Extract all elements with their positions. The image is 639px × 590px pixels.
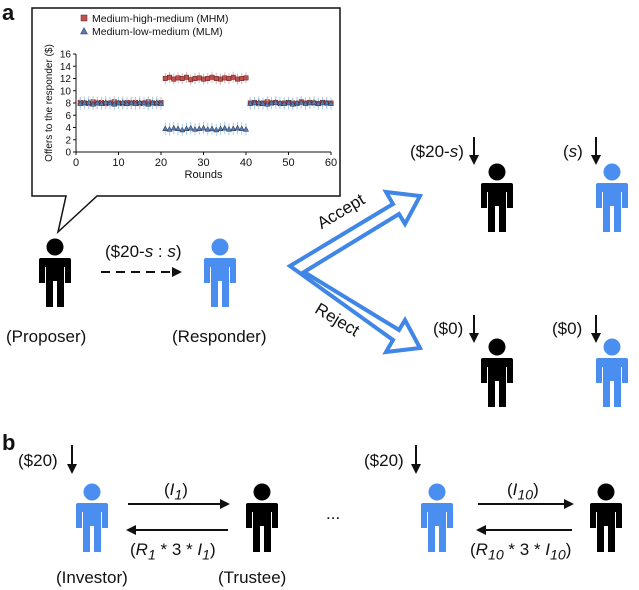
payoff-var-s: s bbox=[449, 142, 459, 161]
offer-split-label: ($20-s : s) bbox=[105, 243, 182, 260]
invest-symbol: I bbox=[197, 540, 203, 559]
invest-subscript: 1 bbox=[202, 547, 211, 564]
return-label-1: (R1 * 3 * I1) bbox=[130, 540, 216, 564]
trustee-figure-round-10 bbox=[590, 483, 622, 552]
return-symbol: R bbox=[135, 540, 148, 559]
invest-symbol: I bbox=[169, 480, 175, 499]
accept-responder-payoff: (s) bbox=[563, 143, 583, 160]
return-label-10: (R10 * 3 * I10) bbox=[470, 540, 572, 564]
invest-symbol: I bbox=[545, 540, 551, 559]
return-multiplier: * 3 * bbox=[503, 540, 546, 559]
return-subscript: 10 bbox=[487, 547, 504, 564]
reject-proposer-payoff: ($0) bbox=[433, 319, 464, 338]
responder-figure bbox=[204, 238, 236, 307]
offer-suffix: ) bbox=[175, 242, 182, 261]
return-symbol: R bbox=[475, 540, 488, 559]
endowment-label-round-10: ($20) bbox=[364, 451, 404, 470]
investor-label: (Investor) bbox=[56, 568, 128, 587]
reject-responder-figure bbox=[596, 338, 628, 407]
panel-letter-b: b bbox=[2, 430, 16, 455]
return-multiplier: * 3 * bbox=[155, 540, 198, 559]
invest-symbol: I bbox=[512, 480, 518, 499]
investor-figure bbox=[76, 483, 108, 552]
payoff-suffix: ) bbox=[577, 142, 583, 161]
reject-proposer-figure bbox=[481, 338, 513, 407]
trustee-label: (Trustee) bbox=[218, 568, 287, 587]
investment-label-1: (I1) bbox=[164, 480, 188, 504]
accept-proposer-figure bbox=[481, 163, 513, 232]
responder-label: (Responder) bbox=[172, 327, 267, 346]
investment-label-10: (I10) bbox=[507, 480, 539, 504]
endowment-label-round-1: ($20) bbox=[18, 451, 58, 470]
return-subscript: 1 bbox=[147, 547, 156, 564]
proposer-figure bbox=[39, 238, 71, 307]
investor-figure-round-10 bbox=[421, 483, 453, 552]
invest-subscript: 1 bbox=[174, 487, 183, 504]
proposer-label: (Proposer) bbox=[6, 327, 87, 346]
accept-responder-figure bbox=[596, 163, 628, 232]
offer-prefix: ($20- bbox=[105, 242, 145, 261]
trustee-figure bbox=[246, 483, 278, 552]
payoff-suffix: ) bbox=[458, 142, 464, 161]
offer-var-s: s bbox=[167, 242, 176, 261]
offer-separator: : bbox=[153, 242, 168, 261]
invest-subscript: 10 bbox=[550, 547, 566, 564]
offer-var-s: s bbox=[144, 242, 154, 261]
payoff-prefix: ( bbox=[563, 142, 569, 161]
payoff-prefix: ($20- bbox=[410, 142, 450, 161]
accept-proposer-payoff: ($20-s) bbox=[410, 143, 464, 160]
payoff-var-s: s bbox=[568, 142, 578, 161]
inset-callout-bubble bbox=[31, 7, 341, 235]
ellipsis: ... bbox=[326, 504, 341, 523]
decision-arrows bbox=[286, 189, 424, 355]
panel-letter-a: a bbox=[2, 0, 15, 25]
invest-subscript: 10 bbox=[517, 487, 534, 504]
reject-responder-payoff: ($0) bbox=[552, 319, 583, 338]
